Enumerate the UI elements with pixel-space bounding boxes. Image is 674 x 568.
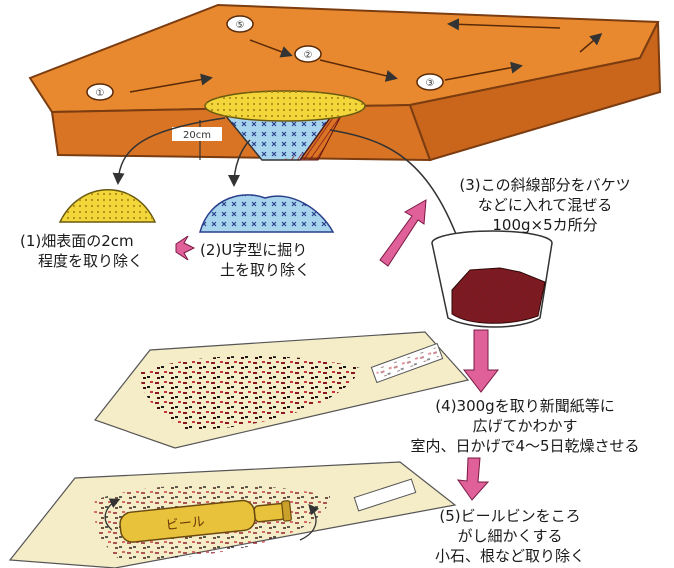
sample-point-5: ⑤: [226, 15, 254, 33]
step-4-label: (4)300gを取り新聞紙等に 広げてかわかす 室内、日かげで4～5日乾燥させる: [390, 396, 660, 456]
field-soil-block: ① ② ③ ⑤ 20cm: [28, 3, 662, 162]
step-3-label: (3)この斜線部分をバケツ などに入れて混ぜる 100g×5カ所分: [430, 175, 660, 235]
step-5-line-2: がし細かくする: [457, 527, 563, 545]
sample-point-3-label: ③: [426, 78, 435, 89]
step-2-line-1: (2)U字型に掘り: [200, 241, 308, 259]
step-4-line-1: (4)300gを取り新聞紙等に: [435, 397, 615, 415]
sample-point-1-label: ①: [96, 88, 105, 99]
sample-point-3: ③: [416, 73, 444, 91]
step-5-line-1: (5)ビールビンをころ: [439, 507, 581, 525]
step-3-line-2: などに入れて混ぜる: [477, 196, 613, 214]
step-4-line-3: 室内、日かげで4～5日乾燥させる: [410, 437, 640, 455]
field-right-face: [408, 21, 662, 162]
step-arrow-2-to-3: [379, 199, 427, 267]
beer-bottle: ビール: [119, 499, 292, 543]
newspaper-drying-sheet: [94, 331, 470, 449]
beer-bottle-label: ビール: [165, 515, 205, 534]
u-shaped-hole: [204, 90, 366, 161]
step-1-line-1: (1)畑表面の2cm: [20, 232, 134, 250]
newspaper-crushing-sheet: ビール: [8, 461, 457, 568]
step-3-line-3: 100g×5カ所分: [492, 216, 598, 234]
sample-point-2-label: ②: [304, 50, 313, 61]
step-5-line-3: 小石、根など取り除く: [434, 547, 585, 565]
sample-point-1: ①: [86, 83, 114, 101]
bucket: [431, 230, 553, 328]
step-2-label: (2)U字型に掘り 土を取り除く: [200, 240, 310, 280]
depth-label: 20cm: [183, 130, 211, 141]
depth-marker: 20cm: [172, 120, 222, 160]
step-1-label: (1)畑表面の2cm 程度を取り除く: [20, 231, 143, 271]
step-arrow-1-to-2: [175, 235, 196, 261]
sample-point-5-label: ⑤: [236, 20, 245, 31]
step-arrow-3-to-4: [462, 329, 500, 393]
sample-point-2: ②: [294, 45, 322, 63]
step-4-line-2: 広げてかわかす: [472, 417, 578, 435]
step-3-line-1: (3)この斜線部分をバケツ: [459, 176, 631, 194]
step-2-line-2: 土を取り除く: [220, 261, 311, 279]
step-arrow-4-to-5: [456, 457, 490, 501]
step-1-line-2: 程度を取り除く: [38, 252, 144, 270]
step-5-label: (5)ビールビンをころ がし細かくする 小石、根など取り除く: [410, 506, 610, 566]
